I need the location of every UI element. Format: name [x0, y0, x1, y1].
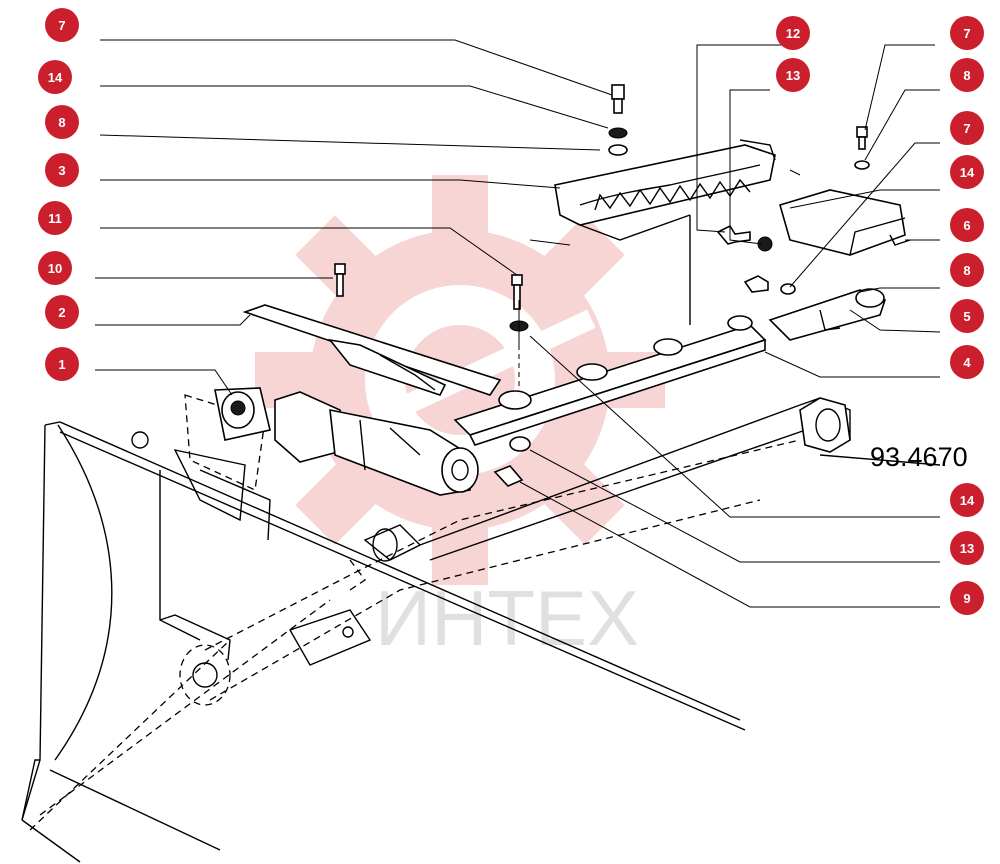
main-beam — [288, 397, 941, 666]
callout-badge — [45, 105, 79, 139]
callout-7: 7 — [45, 8, 79, 42]
callout-9: 9 — [950, 581, 984, 615]
callout-number: 5 — [963, 309, 970, 324]
callout-number: 8 — [963, 263, 970, 278]
callout-number: 14 — [960, 165, 975, 180]
callout-5: 5 — [950, 299, 984, 333]
callout-badge — [950, 581, 984, 615]
callout-number: 2 — [58, 305, 65, 320]
callout-badge — [38, 251, 72, 285]
callout-badge — [45, 295, 79, 329]
fasteners — [334, 84, 870, 487]
callout-number: 4 — [963, 355, 971, 370]
callout-8: 8 — [950, 253, 984, 287]
callout-6: 6 — [950, 208, 984, 242]
callout-14: 14 — [950, 155, 984, 189]
callout-badge — [950, 253, 984, 287]
callout-number: 7 — [58, 18, 65, 33]
callout-8: 8 — [45, 105, 79, 139]
callout-3: 3 — [45, 153, 79, 187]
callout-8: 8 — [950, 58, 984, 92]
callout-10: 10 — [38, 251, 72, 285]
callout-number: 1 — [58, 357, 65, 372]
leader-lines — [95, 39, 941, 608]
callout-7: 7 — [950, 111, 984, 145]
callout-badge — [950, 531, 984, 565]
callout-7: 7 — [950, 16, 984, 50]
callout-12: 12 — [776, 16, 810, 50]
callout-number: 13 — [786, 68, 800, 83]
callout-badge — [950, 111, 984, 145]
step-pedal — [554, 139, 776, 325]
callout-number: 12 — [786, 26, 800, 41]
hydraulic-cylinder — [214, 387, 479, 496]
callout-number: 9 — [963, 591, 970, 606]
callout-number: 3 — [58, 163, 65, 178]
callout-number: 11 — [48, 211, 62, 226]
callout-11: 11 — [38, 201, 72, 235]
bracket-plate — [242, 304, 502, 396]
callout-badge — [38, 201, 72, 235]
callout-badge — [38, 60, 72, 94]
callout-14: 14 — [950, 483, 984, 517]
callout-number: 13 — [960, 541, 974, 556]
callout-number: 8 — [58, 115, 65, 130]
callout-number: 7 — [963, 26, 970, 41]
callout-number: 14 — [960, 493, 975, 508]
callout-badge — [45, 347, 79, 381]
callout-badge — [45, 153, 79, 187]
callout-4: 4 — [950, 345, 984, 379]
blade — [21, 421, 746, 863]
callout-13: 13 — [776, 58, 810, 92]
arm — [768, 288, 886, 341]
callout-number: 14 — [48, 70, 63, 85]
callout-1: 1 — [45, 347, 79, 381]
callout-badge — [950, 208, 984, 242]
callout-badge — [950, 155, 984, 189]
callout-number: 6 — [963, 218, 970, 233]
callout-badge — [950, 483, 984, 517]
support-bar — [453, 315, 767, 446]
callout-14: 14 — [38, 60, 72, 94]
callout-badge — [950, 58, 984, 92]
callout-badge — [45, 8, 79, 42]
callout-number: 7 — [963, 121, 970, 136]
callout-badge — [950, 299, 984, 333]
pivot-bracket — [779, 189, 911, 256]
callout-layer: 7 14 8 3 11 10 2 1 12 13 7 8 7 14 6 8 5 4 14 13 9 — [38, 8, 984, 615]
callout-2: 2 — [45, 295, 79, 329]
callout-13: 13 — [950, 531, 984, 565]
callout-badge — [950, 345, 984, 379]
drawing-code: 93.4670 — [870, 442, 968, 472]
push-frame — [29, 394, 801, 831]
callout-badge — [950, 16, 984, 50]
callout-number: 10 — [48, 261, 62, 276]
callout-number: 8 — [963, 68, 970, 83]
callout-badge — [776, 58, 810, 92]
callout-badge — [776, 16, 810, 50]
